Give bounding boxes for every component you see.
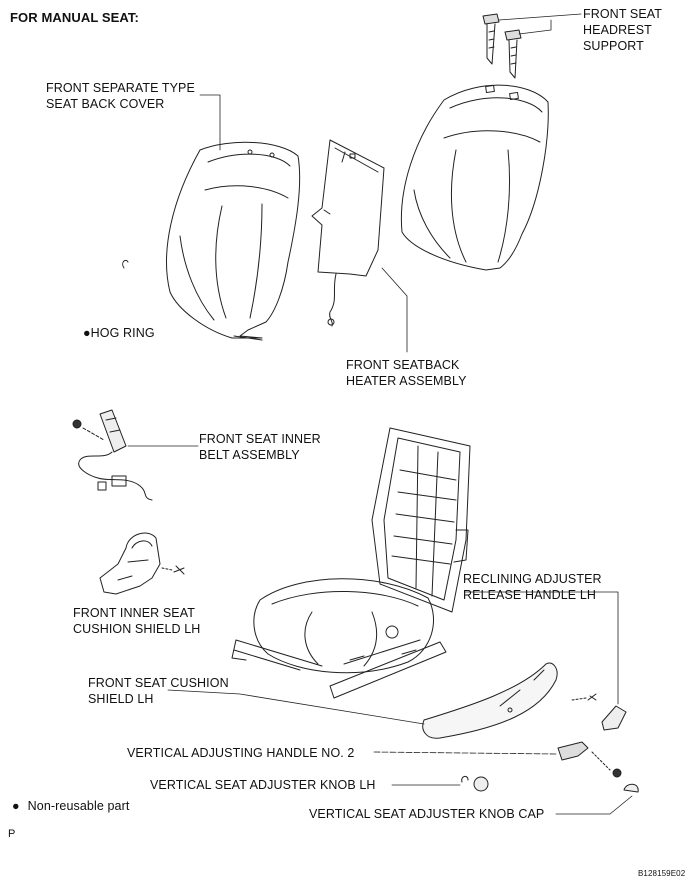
non-reusable-mark: ● xyxy=(83,326,91,340)
label-line: BELT ASSEMBLY xyxy=(199,448,300,462)
label-inner-cushion-shield: FRONT INNER SEAT CUSHION SHIELD LH xyxy=(73,605,200,637)
label-headrest-support: FRONT SEAT HEADREST SUPPORT xyxy=(583,6,662,54)
inner-cushion-shield-drawing xyxy=(99,532,185,595)
label-line: RELEASE HANDLE LH xyxy=(463,588,596,602)
label-line: SUPPORT xyxy=(583,39,644,53)
legend: ● Non-reusable part xyxy=(12,798,129,814)
label-line: FRONT SEPARATE TYPE xyxy=(46,81,195,95)
hog-ring-drawing xyxy=(122,259,129,269)
label-line: SEAT BACK COVER xyxy=(46,97,165,111)
label-cushion-shield: FRONT SEAT CUSHION SHIELD LH xyxy=(88,675,229,707)
label-vertical-knob: VERTICAL SEAT ADJUSTER KNOB LH xyxy=(150,778,376,792)
corner-mark: P xyxy=(8,828,16,840)
label-vertical-handle: VERTICAL ADJUSTING HANDLE NO. 2 xyxy=(127,746,355,760)
seat-frame-drawing xyxy=(231,427,471,699)
headrest-support-drawing xyxy=(482,13,522,79)
label-line: HEADREST xyxy=(583,23,652,37)
label-hog-ring: ●HOG RING xyxy=(83,325,155,341)
inner-belt-drawing xyxy=(72,409,199,501)
label-line: RECLINING ADJUSTER xyxy=(463,572,602,586)
label-line: SHIELD LH xyxy=(88,692,154,706)
label-seatback-heater: FRONT SEATBACK HEATER ASSEMBLY xyxy=(346,357,467,389)
cushion-shield-drawing xyxy=(422,662,558,739)
seatback-heater-drawing xyxy=(311,139,385,327)
label-line: FRONT INNER SEAT xyxy=(73,606,195,620)
page-title: FOR MANUAL SEAT: xyxy=(10,10,139,25)
figure-code: B128159E02 xyxy=(638,869,686,878)
label-line: FRONT SEAT INNER xyxy=(199,432,321,446)
legend-symbol: ● xyxy=(12,799,20,813)
seat-back-cover-drawing xyxy=(166,141,301,341)
label-reclining-handle: RECLINING ADJUSTER RELEASE HANDLE LH xyxy=(463,571,602,603)
label-seat-back-cover: FRONT SEPARATE TYPE SEAT BACK COVER xyxy=(46,80,195,112)
label-line: CUSHION SHIELD LH xyxy=(73,622,201,636)
label-vertical-knob-cap: VERTICAL SEAT ADJUSTER KNOB CAP xyxy=(309,807,545,821)
label-inner-belt: FRONT SEAT INNER BELT ASSEMBLY xyxy=(199,431,321,463)
label-line: FRONT SEAT xyxy=(583,7,663,21)
seat-back-assembly-drawing xyxy=(400,84,549,271)
legend-text: Non-reusable part xyxy=(27,799,130,813)
label-line: HOG RING xyxy=(90,326,155,340)
label-line: HEATER ASSEMBLY xyxy=(346,374,467,388)
label-line: FRONT SEATBACK xyxy=(346,358,460,372)
label-line: FRONT SEAT CUSHION xyxy=(88,676,229,690)
